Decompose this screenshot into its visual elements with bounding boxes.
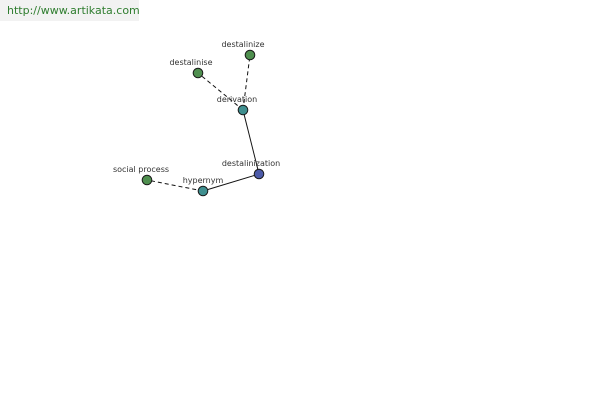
node-destalinise[interactable] <box>192 67 204 79</box>
node-destalinize[interactable] <box>244 49 256 61</box>
watermark-url[interactable]: http://www.artikata.com <box>7 4 140 17</box>
node-destalinization[interactable] <box>253 168 265 180</box>
node-label-derivation[interactable]: derivation <box>217 95 257 104</box>
edge-destalinization-hypernym <box>202 173 260 192</box>
node-label-hypernym[interactable]: hypernym <box>183 176 224 185</box>
node-label-destalinise[interactable]: destalinise <box>169 58 212 67</box>
node-social-process[interactable] <box>141 174 153 186</box>
graph-nodes <box>141 49 265 197</box>
graph-edges <box>146 54 260 192</box>
node-derivation[interactable] <box>237 104 249 116</box>
node-hypernym[interactable] <box>197 185 209 197</box>
node-label-social-process[interactable]: social process <box>113 165 169 174</box>
graph-labels: destalinization derivation hypernym destali… <box>113 40 280 185</box>
edge-hypernym-social-process <box>146 179 204 192</box>
edge-destalinization-derivation <box>242 109 260 175</box>
node-label-destalinize[interactable]: destalinize <box>221 40 264 49</box>
edge-derivation-destalinize <box>242 54 251 111</box>
watermark-banner: http://www.artikata.com <box>0 0 140 21</box>
node-label-destalinization[interactable]: destalinization <box>222 159 280 168</box>
edge-derivation-destalinise <box>197 72 244 111</box>
